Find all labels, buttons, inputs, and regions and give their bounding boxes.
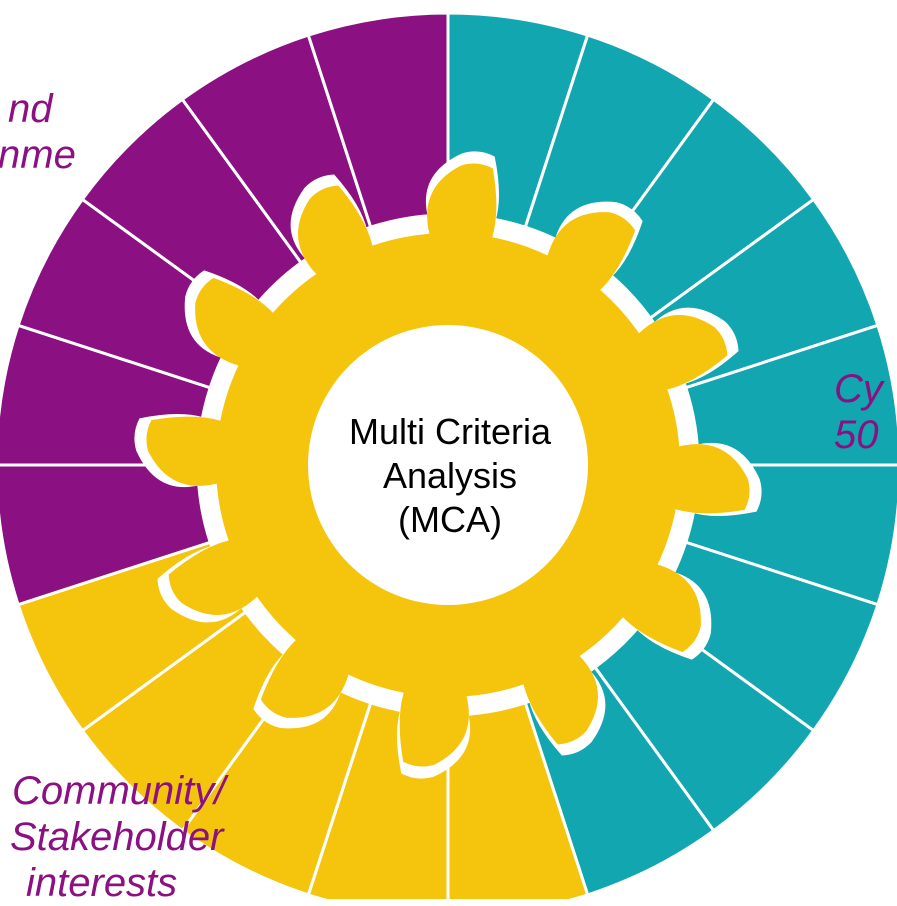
top-left-label-line2: nme	[0, 133, 76, 177]
ring-segment	[306, 11, 450, 230]
bottom-label: Community/ Stakeholder interests	[10, 768, 225, 906]
right-label: Cy 50	[834, 366, 883, 458]
outer-segment-ring	[0, 11, 897, 899]
top-left-label-line1: nd	[8, 87, 53, 131]
center-label-line2: Analysis	[382, 455, 518, 496]
center-label-line1: Multi Criteria	[348, 411, 552, 452]
bottom-label-line1: Community/	[12, 769, 226, 813]
center-circle	[308, 325, 588, 605]
center-label: Multi Criteria Analysis (MCA)	[300, 410, 600, 542]
ring-segment	[683, 323, 897, 467]
center-label-line3: (MCA)	[398, 499, 502, 540]
bottom-label-line3: interests	[26, 861, 178, 905]
bottom-label-line2: Stakeholder	[10, 815, 224, 859]
right-label-line2: 50	[834, 413, 879, 457]
ring-segment	[0, 463, 213, 607]
top-left-label: nd nme	[0, 86, 76, 178]
right-label-line1: Cy	[834, 367, 883, 411]
ring-segment	[446, 700, 590, 899]
